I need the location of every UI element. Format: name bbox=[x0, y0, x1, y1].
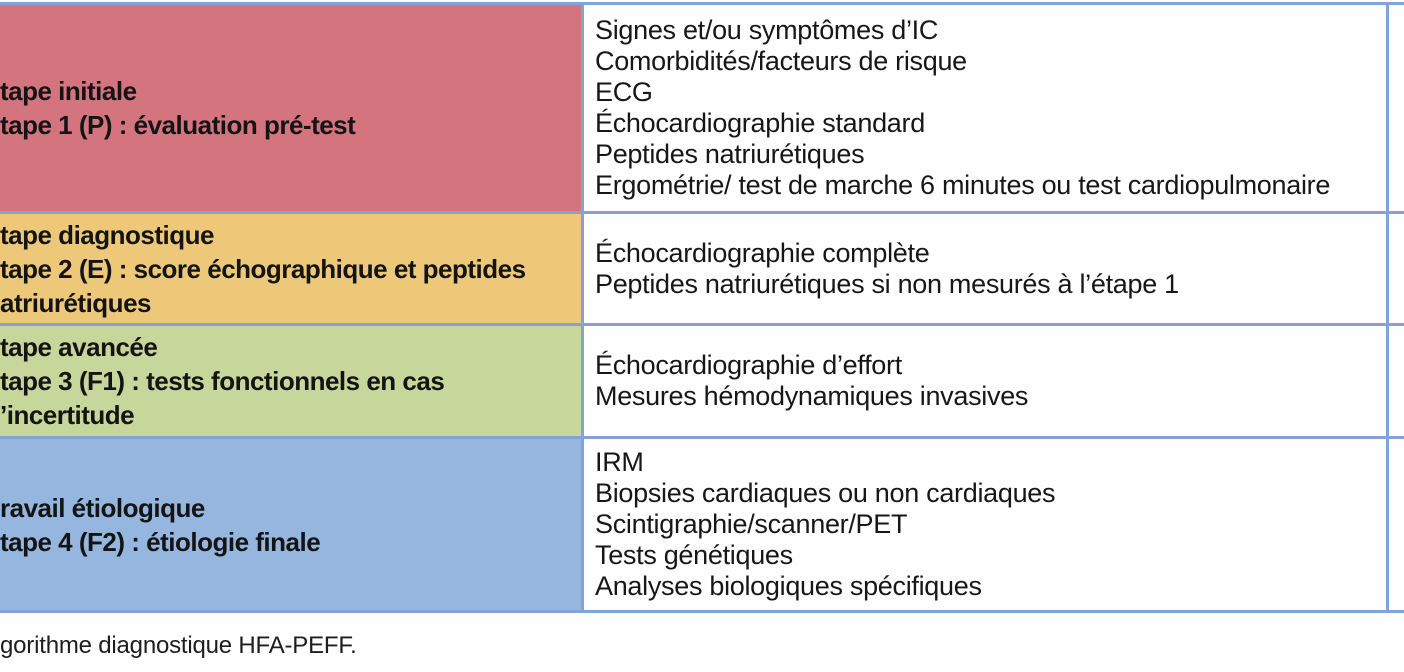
stage-line: tape 2 (E) : score échographique et pept… bbox=[0, 253, 526, 284]
test-line: Signes et/ou symptômes d’IC bbox=[595, 15, 939, 45]
stage-line: atriurétiques bbox=[0, 287, 152, 318]
test-line: IRM bbox=[595, 447, 644, 477]
stage-cell: tape initiale tape 1 (P) : évaluation pré… bbox=[0, 5, 584, 211]
test-line: Peptides natriurétiques si non mesurés à… bbox=[595, 268, 1179, 299]
test-line: Échocardiographie d’effort bbox=[595, 350, 902, 380]
stage-line: tape initiale bbox=[0, 76, 137, 106]
table-row: tape avancée tape 3 (F1) : tests fonction… bbox=[0, 323, 1404, 436]
table-row: tape initiale tape 1 (P) : évaluation pré… bbox=[0, 5, 1404, 211]
test-line: Biopsies cardiaques ou non cardiaques bbox=[595, 478, 1056, 508]
test-line: Échocardiographie standard bbox=[595, 108, 925, 138]
test-line: Peptides natriurétiques bbox=[595, 139, 865, 169]
test-line: Comorbidités/facteurs de risque bbox=[595, 46, 967, 76]
test-line: Échocardiographie complète bbox=[595, 237, 930, 268]
figure-caption: gorithme diagnostique HFA-PEFF. bbox=[0, 632, 357, 659]
test-line: Scintigraphie/scanner/PET bbox=[595, 509, 908, 539]
table-right-border bbox=[1386, 5, 1389, 610]
stage-line: tape diagnostique bbox=[0, 219, 214, 250]
test-line: Tests génétiques bbox=[595, 540, 793, 570]
stage-line: tape 3 (F1) : tests fonctionnels en cas bbox=[0, 366, 445, 396]
test-line: Analyses biologiques spécifiques bbox=[595, 571, 982, 601]
stage-line: ravail étiologique bbox=[0, 492, 205, 523]
stage-cell: tape avancée tape 3 (F1) : tests fonction… bbox=[0, 326, 584, 436]
test-line: Ergométrie/ test de marche 6 minutes ou … bbox=[595, 170, 1331, 200]
test-line: ECG bbox=[595, 77, 653, 107]
stage-line: tape avancée bbox=[0, 332, 158, 362]
stage-line: tape 4 (F2) : étiologie finale bbox=[0, 526, 321, 557]
stage-line: ’incertitude bbox=[0, 400, 135, 430]
test-line: Mesures hémodynamiques invasives bbox=[595, 381, 1029, 411]
stage-line: tape 1 (P) : évaluation pré-test bbox=[0, 110, 356, 140]
hfa-peff-table: tape initiale tape 1 (P) : évaluation pré… bbox=[0, 2, 1404, 613]
